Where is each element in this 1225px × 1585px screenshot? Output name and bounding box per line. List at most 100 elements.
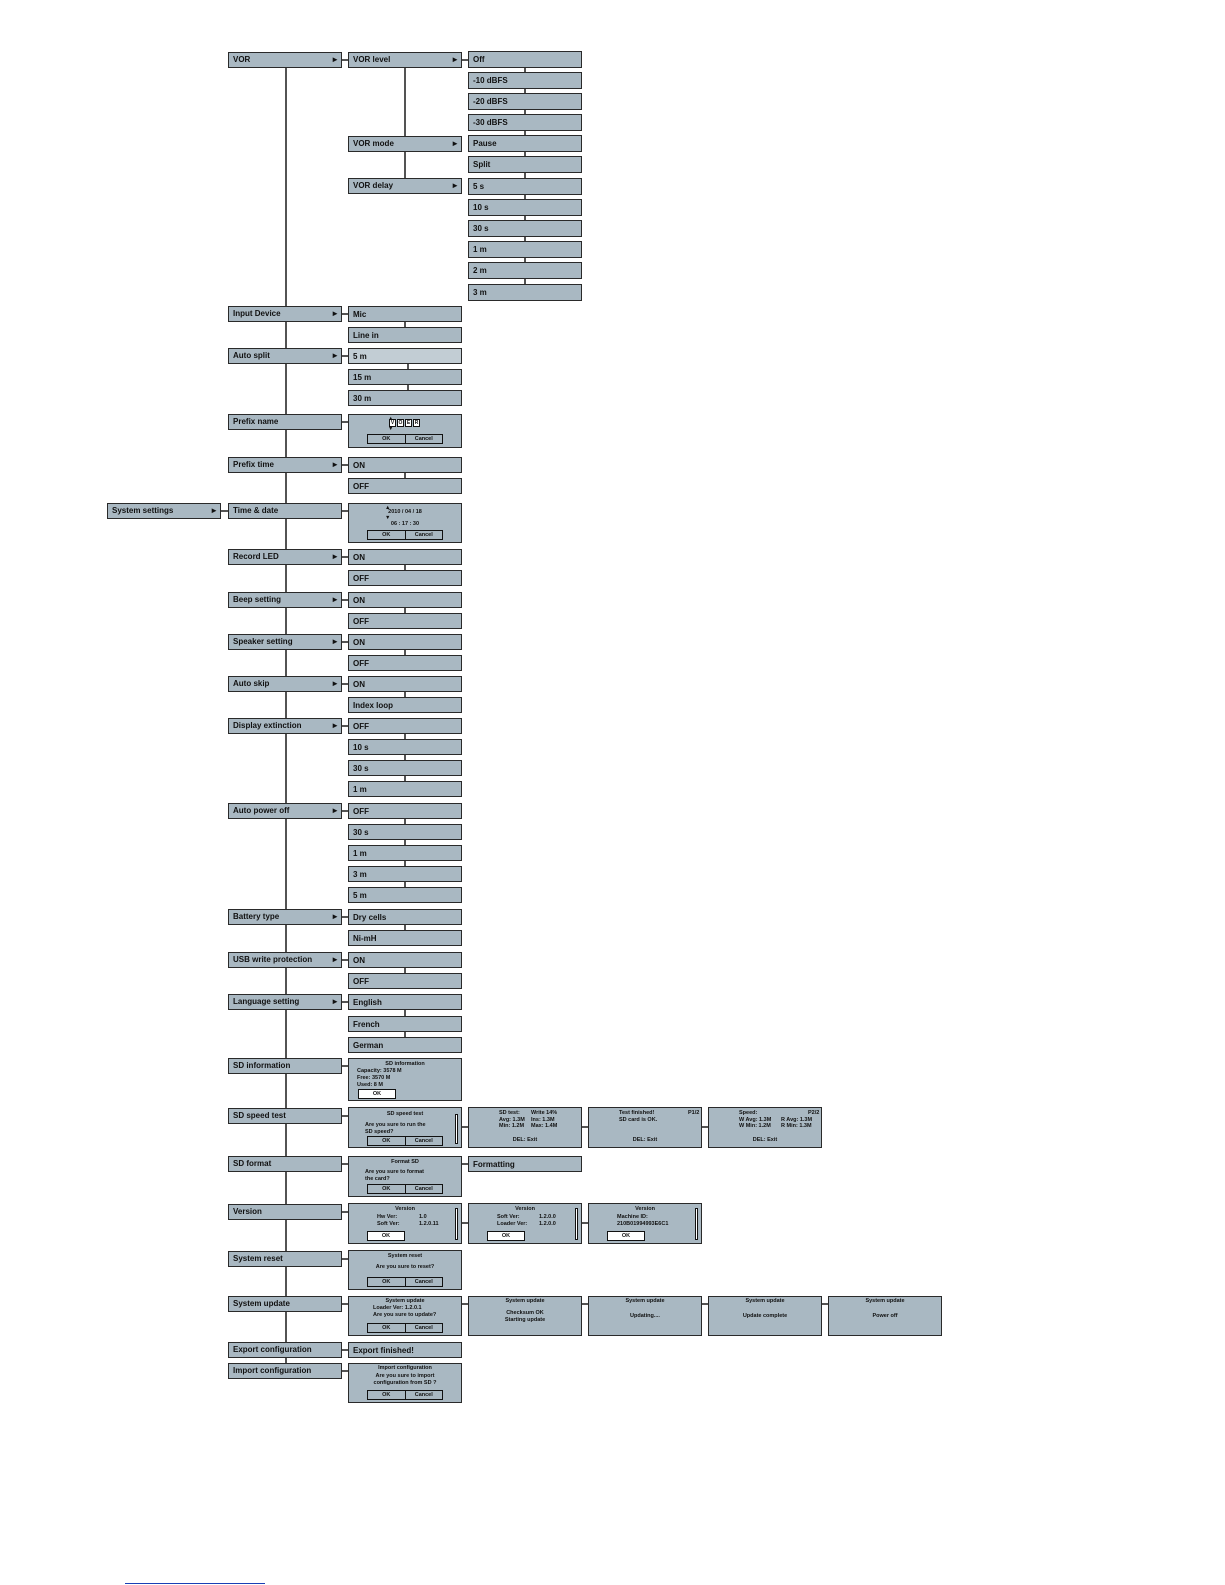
ok-button[interactable]: OK bbox=[367, 1231, 405, 1241]
option-prefix-time-off[interactable]: OFF bbox=[348, 478, 462, 494]
cancel-button[interactable]: Cancel bbox=[414, 532, 433, 538]
prefix-char[interactable]: R bbox=[413, 419, 420, 427]
option-german[interactable]: German bbox=[348, 1037, 462, 1053]
menu-auto-split[interactable]: Auto split► bbox=[228, 348, 342, 364]
prefix-char[interactable]: E bbox=[405, 419, 412, 427]
menu-prefix-name[interactable]: Prefix name bbox=[228, 414, 342, 430]
option-auto-skip-on[interactable]: ON bbox=[348, 676, 462, 692]
scrollbar[interactable] bbox=[455, 1114, 458, 1144]
option-mic[interactable]: Mic bbox=[348, 306, 462, 322]
option-vor-delay-1m[interactable]: 1 m bbox=[468, 241, 582, 258]
scrollbar[interactable] bbox=[455, 1208, 458, 1240]
menu-beep-setting[interactable]: Beep setting► bbox=[228, 592, 342, 608]
prefix-char[interactable]: O bbox=[397, 419, 404, 427]
option-record-led-on[interactable]: ON bbox=[348, 549, 462, 565]
menu-prefix-time[interactable]: Prefix time► bbox=[228, 457, 342, 473]
menu-speaker-setting[interactable]: Speaker setting► bbox=[228, 634, 342, 650]
option-ni-mh[interactable]: Ni-mH bbox=[348, 930, 462, 946]
ok-button[interactable]: OK bbox=[487, 1231, 525, 1241]
ok-button[interactable]: OK bbox=[368, 1391, 406, 1399]
option-speaker-off[interactable]: OFF bbox=[348, 655, 462, 671]
option-usb-on[interactable]: ON bbox=[348, 952, 462, 968]
prefix-char-editor[interactable]: V O E R bbox=[389, 419, 421, 427]
option-vor-delay-2m[interactable]: 2 m bbox=[468, 262, 582, 279]
menu-auto-power-off[interactable]: Auto power off► bbox=[228, 803, 342, 819]
time-value[interactable]: 06 : 17 : 30 bbox=[390, 521, 420, 527]
menu-battery-type[interactable]: Battery type► bbox=[228, 909, 342, 925]
option-power-off-off[interactable]: OFF bbox=[348, 803, 462, 819]
option-split-30m[interactable]: 30 m bbox=[348, 390, 462, 406]
option-vor-mode-pause[interactable]: Pause bbox=[468, 135, 582, 152]
menu-time-date[interactable]: Time & date bbox=[228, 503, 342, 519]
menu-sd-information[interactable]: SD information bbox=[228, 1058, 342, 1074]
cancel-button[interactable]: Cancel bbox=[414, 1186, 433, 1192]
submenu-vor-delay[interactable]: VOR delay► bbox=[348, 178, 462, 194]
scrollbar[interactable] bbox=[695, 1208, 698, 1240]
option-power-off-1m[interactable]: 1 m bbox=[348, 845, 462, 861]
menu-import-configuration[interactable]: Import configuration bbox=[228, 1363, 342, 1379]
cancel-button[interactable]: Cancel bbox=[414, 1325, 433, 1331]
option-vor-mode-split[interactable]: Split bbox=[468, 156, 582, 173]
option-display-1m[interactable]: 1 m bbox=[348, 781, 462, 797]
menu-language-setting[interactable]: Language setting► bbox=[228, 994, 342, 1010]
option-record-led-off[interactable]: OFF bbox=[348, 570, 462, 586]
option-usb-off[interactable]: OFF bbox=[348, 973, 462, 989]
option-line-in[interactable]: Line in bbox=[348, 327, 462, 343]
ok-button[interactable]: OK bbox=[368, 1185, 406, 1193]
ok-button[interactable]: OK bbox=[368, 1324, 406, 1332]
menu-system-update[interactable]: System update bbox=[228, 1296, 342, 1312]
option-vor-delay-30s[interactable]: 30 s bbox=[468, 220, 582, 237]
menu-record-led[interactable]: Record LED► bbox=[228, 549, 342, 565]
scrollbar[interactable] bbox=[575, 1208, 578, 1240]
option-vor-delay-5s[interactable]: 5 s bbox=[468, 178, 582, 195]
option-beep-off[interactable]: OFF bbox=[348, 613, 462, 629]
root-system-settings[interactable]: System settings► bbox=[107, 503, 221, 519]
option-display-30s[interactable]: 30 s bbox=[348, 760, 462, 776]
option-vor-level-30[interactable]: -30 dBFS bbox=[468, 114, 582, 131]
option-index-loop[interactable]: Index loop bbox=[348, 697, 462, 713]
menu-usb-write-protection[interactable]: USB write protection► bbox=[228, 952, 342, 968]
option-vor-level-off[interactable]: Off bbox=[468, 51, 582, 68]
date-value[interactable]: 2010 / 04 / 18 bbox=[388, 509, 422, 515]
menu-display-extinction[interactable]: Display extinction► bbox=[228, 718, 342, 734]
option-power-off-3m[interactable]: 3 m bbox=[348, 866, 462, 882]
option-speaker-on[interactable]: ON bbox=[348, 634, 462, 650]
option-power-off-5m[interactable]: 5 m bbox=[348, 887, 462, 903]
option-split-5m[interactable]: 5 m bbox=[348, 348, 462, 364]
menu-sd-format[interactable]: SD format bbox=[228, 1156, 342, 1172]
option-french[interactable]: French bbox=[348, 1016, 462, 1032]
submenu-vor-mode[interactable]: VOR mode► bbox=[348, 136, 462, 152]
option-vor-level-20[interactable]: -20 dBFS bbox=[468, 93, 582, 110]
cancel-button[interactable]: Cancel bbox=[414, 1392, 433, 1398]
ok-button[interactable]: OK bbox=[368, 531, 406, 539]
option-english[interactable]: English bbox=[348, 994, 462, 1010]
option-prefix-time-on[interactable]: ON bbox=[348, 457, 462, 473]
menu-vor[interactable]: VOR► bbox=[228, 52, 342, 68]
cancel-button[interactable]: Cancel bbox=[414, 1138, 433, 1144]
option-split-15m[interactable]: 15 m bbox=[348, 369, 462, 385]
ok-button[interactable]: OK bbox=[368, 435, 406, 443]
ok-button[interactable]: OK bbox=[358, 1089, 396, 1099]
ok-button[interactable]: OK bbox=[368, 1137, 406, 1145]
menu-input-device[interactable]: Input Device► bbox=[228, 306, 342, 322]
screen-text: SD card is OK. bbox=[619, 1117, 658, 1123]
cancel-button[interactable]: Cancel bbox=[414, 436, 433, 442]
prefix-char[interactable]: V bbox=[389, 419, 396, 427]
menu-sd-speed-test[interactable]: SD speed test bbox=[228, 1108, 342, 1124]
menu-version[interactable]: Version bbox=[228, 1204, 342, 1220]
option-display-off[interactable]: OFF bbox=[348, 718, 462, 734]
cancel-button[interactable]: Cancel bbox=[414, 1279, 433, 1285]
menu-export-configuration[interactable]: Export configuration bbox=[228, 1342, 342, 1358]
option-vor-delay-10s[interactable]: 10 s bbox=[468, 199, 582, 216]
menu-system-reset[interactable]: System reset bbox=[228, 1251, 342, 1267]
option-vor-delay-3m[interactable]: 3 m bbox=[468, 284, 582, 301]
option-beep-on[interactable]: ON bbox=[348, 592, 462, 608]
option-display-10s[interactable]: 10 s bbox=[348, 739, 462, 755]
menu-auto-skip[interactable]: Auto skip► bbox=[228, 676, 342, 692]
ok-button[interactable]: OK bbox=[368, 1278, 406, 1286]
submenu-vor-level[interactable]: VOR level► bbox=[348, 52, 462, 68]
option-dry-cells[interactable]: Dry cells bbox=[348, 909, 462, 925]
ok-button[interactable]: OK bbox=[607, 1231, 645, 1241]
option-power-off-30s[interactable]: 30 s bbox=[348, 824, 462, 840]
option-vor-level-10[interactable]: -10 dBFS bbox=[468, 72, 582, 89]
